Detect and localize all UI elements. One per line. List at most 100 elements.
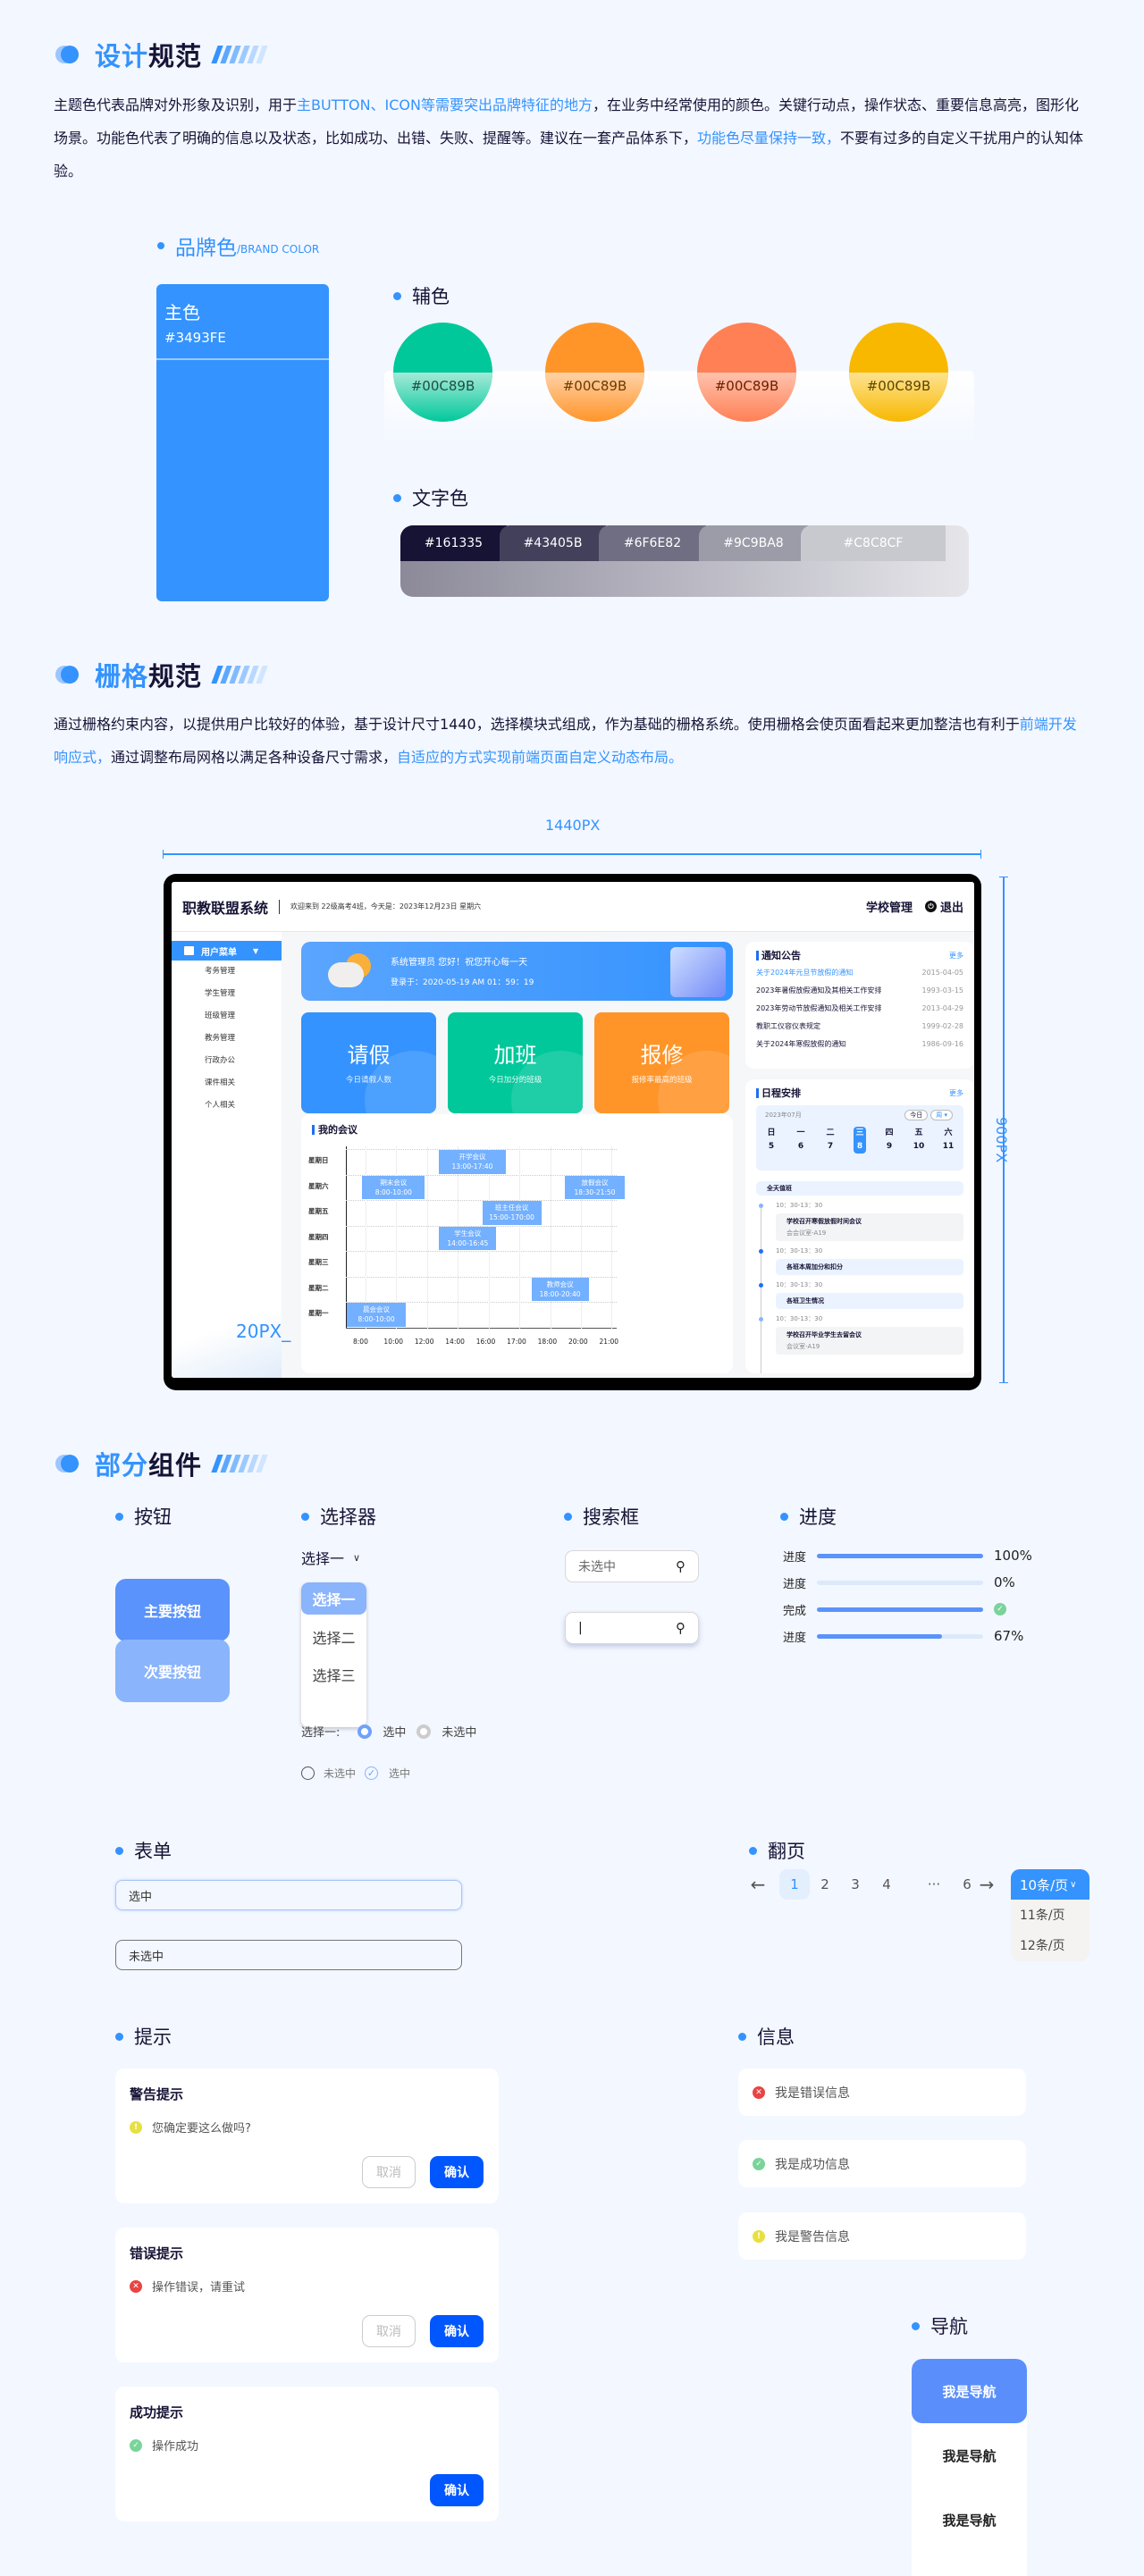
search-input-focused[interactable]: |⚲ [565,1612,699,1644]
progress-value: 0% [994,1574,1015,1590]
sidebar-menu-item[interactable]: 课件相关 [205,1078,236,1087]
select-options-list: 选择一选择二选择三 [301,1582,366,1727]
nav-item[interactable]: 我是导航 [942,2447,997,2464]
page-size-current[interactable]: 10条/页∨ [1011,1869,1089,1900]
today-button[interactable]: 今日 [904,1110,929,1120]
schedule-more-link[interactable]: 更多 [949,1089,963,1097]
section-header-grid: 栅格规范 [54,657,268,692]
day-label: 星期日 [308,1156,329,1164]
view-select[interactable]: 周 ▾ [930,1110,953,1120]
stat-tile[interactable]: 报修报修率最高的班级 [594,1012,729,1113]
cancel-button[interactable]: 取消 [362,2156,416,2188]
primary-button[interactable]: 主要按钮 [115,1579,230,1641]
confirm-button[interactable]: 确认 [430,2315,484,2347]
page-number[interactable]: 2 [820,1876,829,1892]
school-management-link[interactable]: 学校管理 [865,902,913,915]
page-number[interactable]: 6 [963,1876,972,1892]
sidebar-menu-item[interactable]: 班级管理 [205,1011,236,1020]
success-check-icon: ✓ [753,2157,765,2170]
page-size-option[interactable]: 12条/页 [1020,1939,1065,1953]
page-number[interactable]: 4 [882,1876,891,1892]
time-label: 8:00 [353,1338,368,1346]
warning-message: !我是警告信息 [738,2212,1026,2260]
sidebar-menu-item[interactable]: 学生管理 [205,989,236,998]
secondary-button[interactable]: 次要按钮 [115,1640,230,1702]
sidebar-menu-item[interactable]: 行政办公 [205,1056,236,1065]
page-number[interactable]: 1 [779,1869,810,1900]
form-field-inactive[interactable]: 未选中 [115,1940,462,1970]
user-menu-header[interactable]: 用户菜单▼ [172,941,282,961]
notices-more-link[interactable]: 更多 [949,952,963,960]
schedule-title: 日程安排 [756,1088,801,1098]
prev-page-arrow-icon[interactable]: ← [750,1874,766,1895]
event-time: 10：30-13：30 [776,1202,823,1209]
checkbox-unchecked[interactable]: 未选中 [301,1766,356,1781]
form-field-active[interactable]: 选中 [115,1880,462,1910]
dialog-message: ✓操作成功 [130,2437,198,2454]
radio-unselected[interactable]: 未选中 [416,1723,476,1740]
page-number[interactable]: 3 [851,1876,860,1892]
checkbox-checked[interactable]: ✓选中 [365,1766,410,1781]
page-size-select[interactable]: 10条/页∨ 11条/页 12条/页 [1011,1869,1089,1961]
nav-item[interactable]: 我是导航 [912,2359,1027,2423]
select-option[interactable]: 选择三 [312,1667,356,1684]
confirm-button[interactable]: 确认 [430,2474,484,2506]
text-color-swatch: #9C9BA8 [699,525,808,561]
sidebar-menu-item[interactable]: 教务管理 [205,1034,236,1043]
select-option[interactable]: 选择二 [312,1630,356,1647]
stripes-decoration-icon [211,46,268,63]
radio-selected[interactable]: 选中 [358,1723,406,1740]
time-label: 17:00 [507,1338,526,1346]
nav-item[interactable]: 我是导航 [942,2512,997,2529]
logout-button[interactable]: ⏻ 退出 [924,898,963,915]
select-dropdown[interactable]: 选择一∨ [301,1550,361,1567]
event-title: 各班卫生情况 [786,1297,824,1305]
form-heading: 表单 [115,1837,172,1864]
warning-icon: ! [753,2229,765,2243]
search-input-empty[interactable]: 未选中⚲ [565,1550,699,1582]
aux-color-hex: #00C89B [410,378,475,394]
tile-title: 加班 [493,1043,537,1068]
search-icon: ⚲ [676,1620,686,1636]
confirm-button[interactable]: 确认 [430,2156,484,2188]
page-size-option[interactable]: 11条/页 [1020,1909,1065,1923]
next-page-arrow-icon[interactable]: → [979,1874,995,1895]
stat-tile[interactable]: 请假今日请假人数 [301,1012,436,1113]
body-text: ，在业务中经常使用的颜色。关键行动点，操作状态、重要信息高亮，图形化场景。功能色… [54,96,1080,147]
pagination-ellipsis[interactable]: ··· [927,1876,941,1892]
laptop-illustration [670,947,726,997]
aux-color-swatch: #00C89B [393,323,492,422]
aux-color-swatch: #00C89B [849,323,948,422]
day-label: 星期三 [308,1258,329,1266]
cancel-button[interactable]: 取消 [362,2315,416,2347]
sidebar-menu-item[interactable]: 考务管理 [205,967,236,976]
sidebar-menu-item[interactable]: 个人相关 [205,1101,236,1110]
stat-tile[interactable]: 加班今日加分的班级 [448,1012,583,1113]
selector-heading: 选择器 [301,1503,376,1530]
select-option[interactable]: 选择一 [301,1582,366,1615]
